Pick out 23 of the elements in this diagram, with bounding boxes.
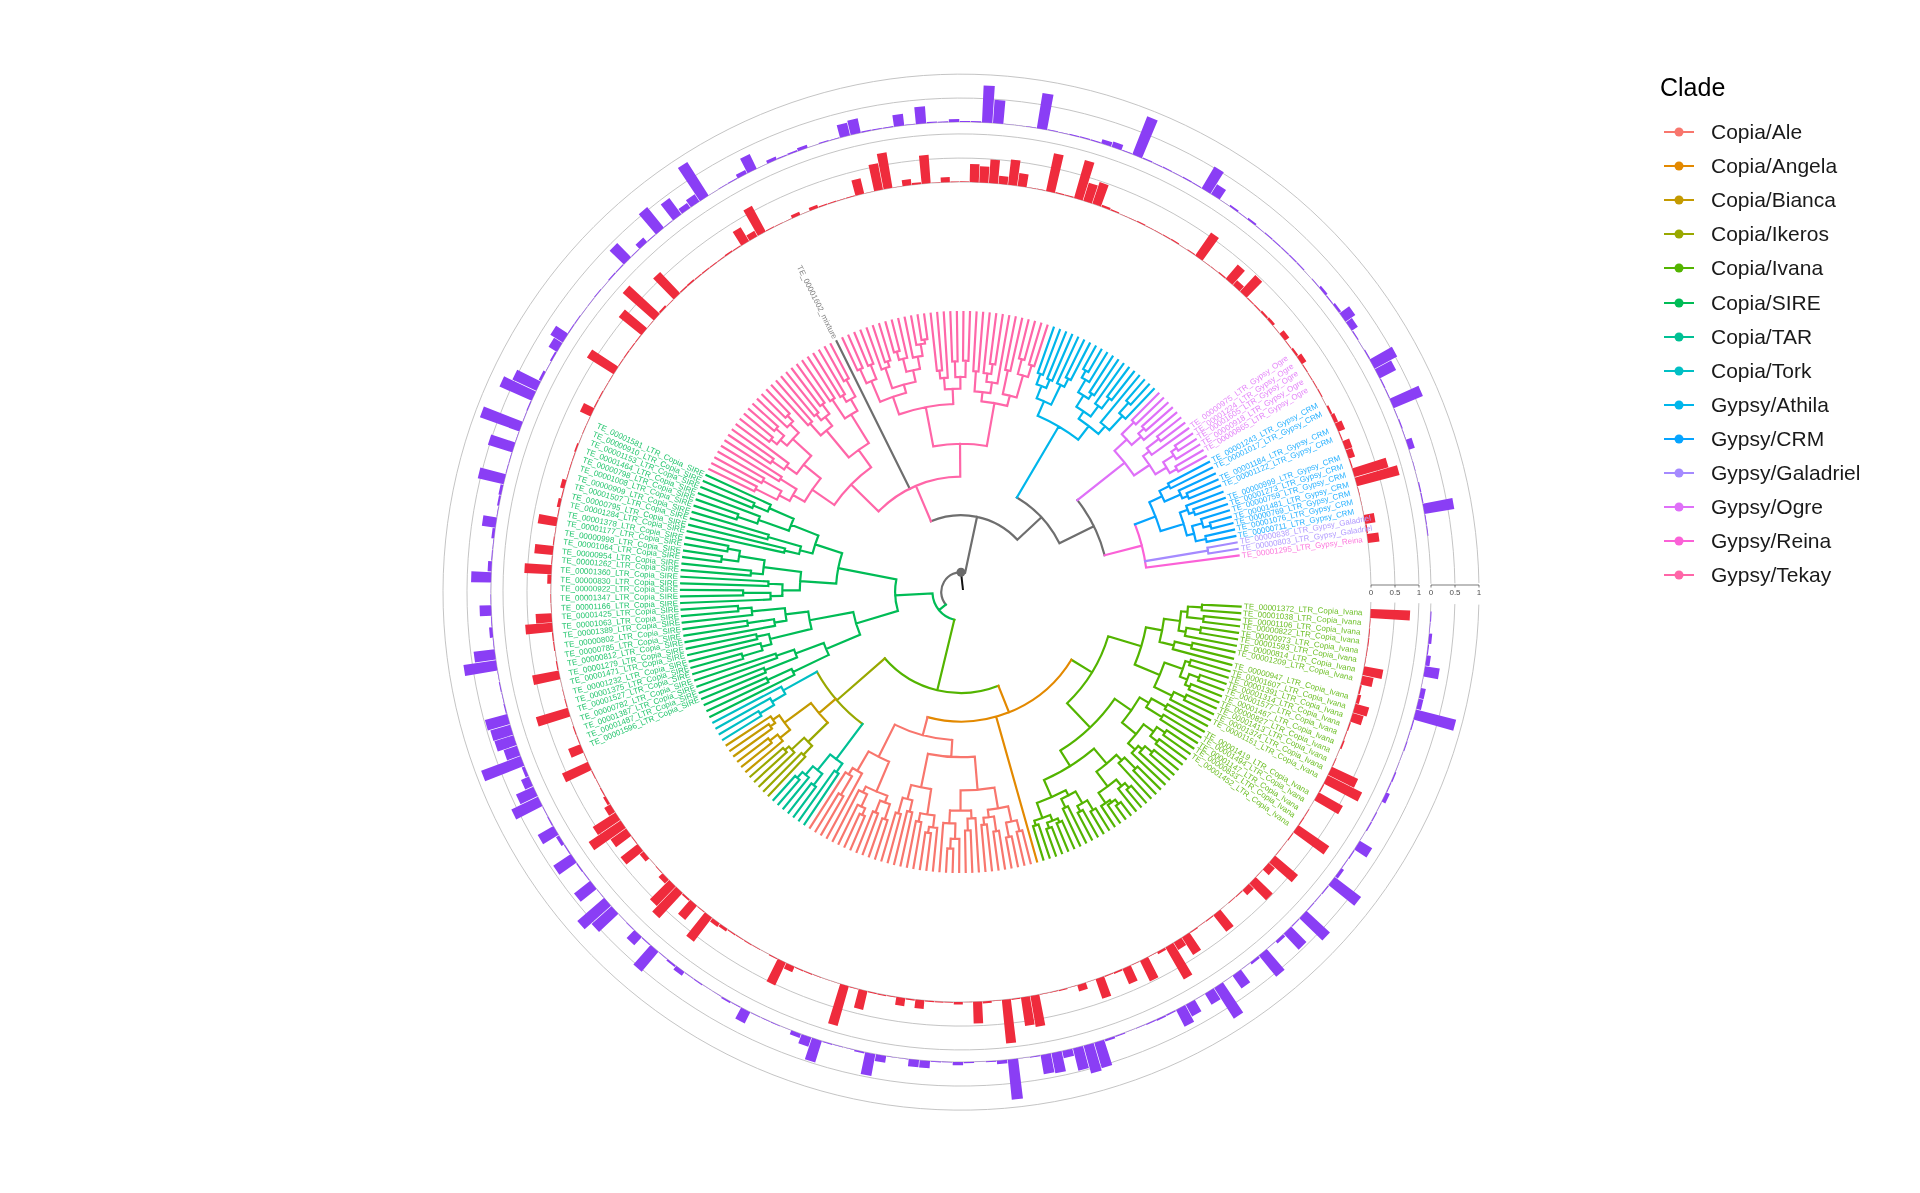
legend-label: Copia/TAR — [1711, 324, 1813, 349]
axis-tick-label: 0 — [1428, 588, 1434, 597]
axis-tick-label: 0.5 — [1389, 588, 1401, 597]
legend-label: Copia/Ale — [1711, 120, 1803, 144]
legend-label: Copia/Tork — [1711, 358, 1812, 383]
leaf-label: TE_00000922_LTR_Copia_SIRE — [560, 585, 679, 594]
legend-label: Copia/Ikeros — [1711, 222, 1829, 247]
axis-tick-label: 1 — [1476, 588, 1482, 597]
legend-label: Gypsy/Ogre — [1711, 495, 1824, 520]
leaf-label: TE_00001347_LTR_Copia_SIRE — [560, 592, 679, 602]
legend-label: Copia/SIRE — [1711, 290, 1821, 315]
legend-label: Gypsy/Athila — [1711, 392, 1829, 417]
axis-tick-label: 0.5 — [1449, 588, 1461, 597]
legend-label: Copia/Bianca — [1711, 188, 1836, 213]
legend-label: Copia/Ivana — [1711, 256, 1824, 281]
legend-label: Gypsy/CRM — [1711, 426, 1825, 451]
legend-label: Gypsy/Tekay — [1711, 563, 1832, 588]
legend-label: Gypsy/Galadriel — [1711, 461, 1861, 485]
legend-title: Clade — [1660, 72, 1726, 102]
axis-tick-label: 0 — [1368, 588, 1374, 597]
axis-tick-label: 1 — [1416, 588, 1422, 597]
legend-label: Gypsy/Reina — [1711, 529, 1832, 554]
legend-label: Copia/Angela — [1711, 154, 1838, 179]
